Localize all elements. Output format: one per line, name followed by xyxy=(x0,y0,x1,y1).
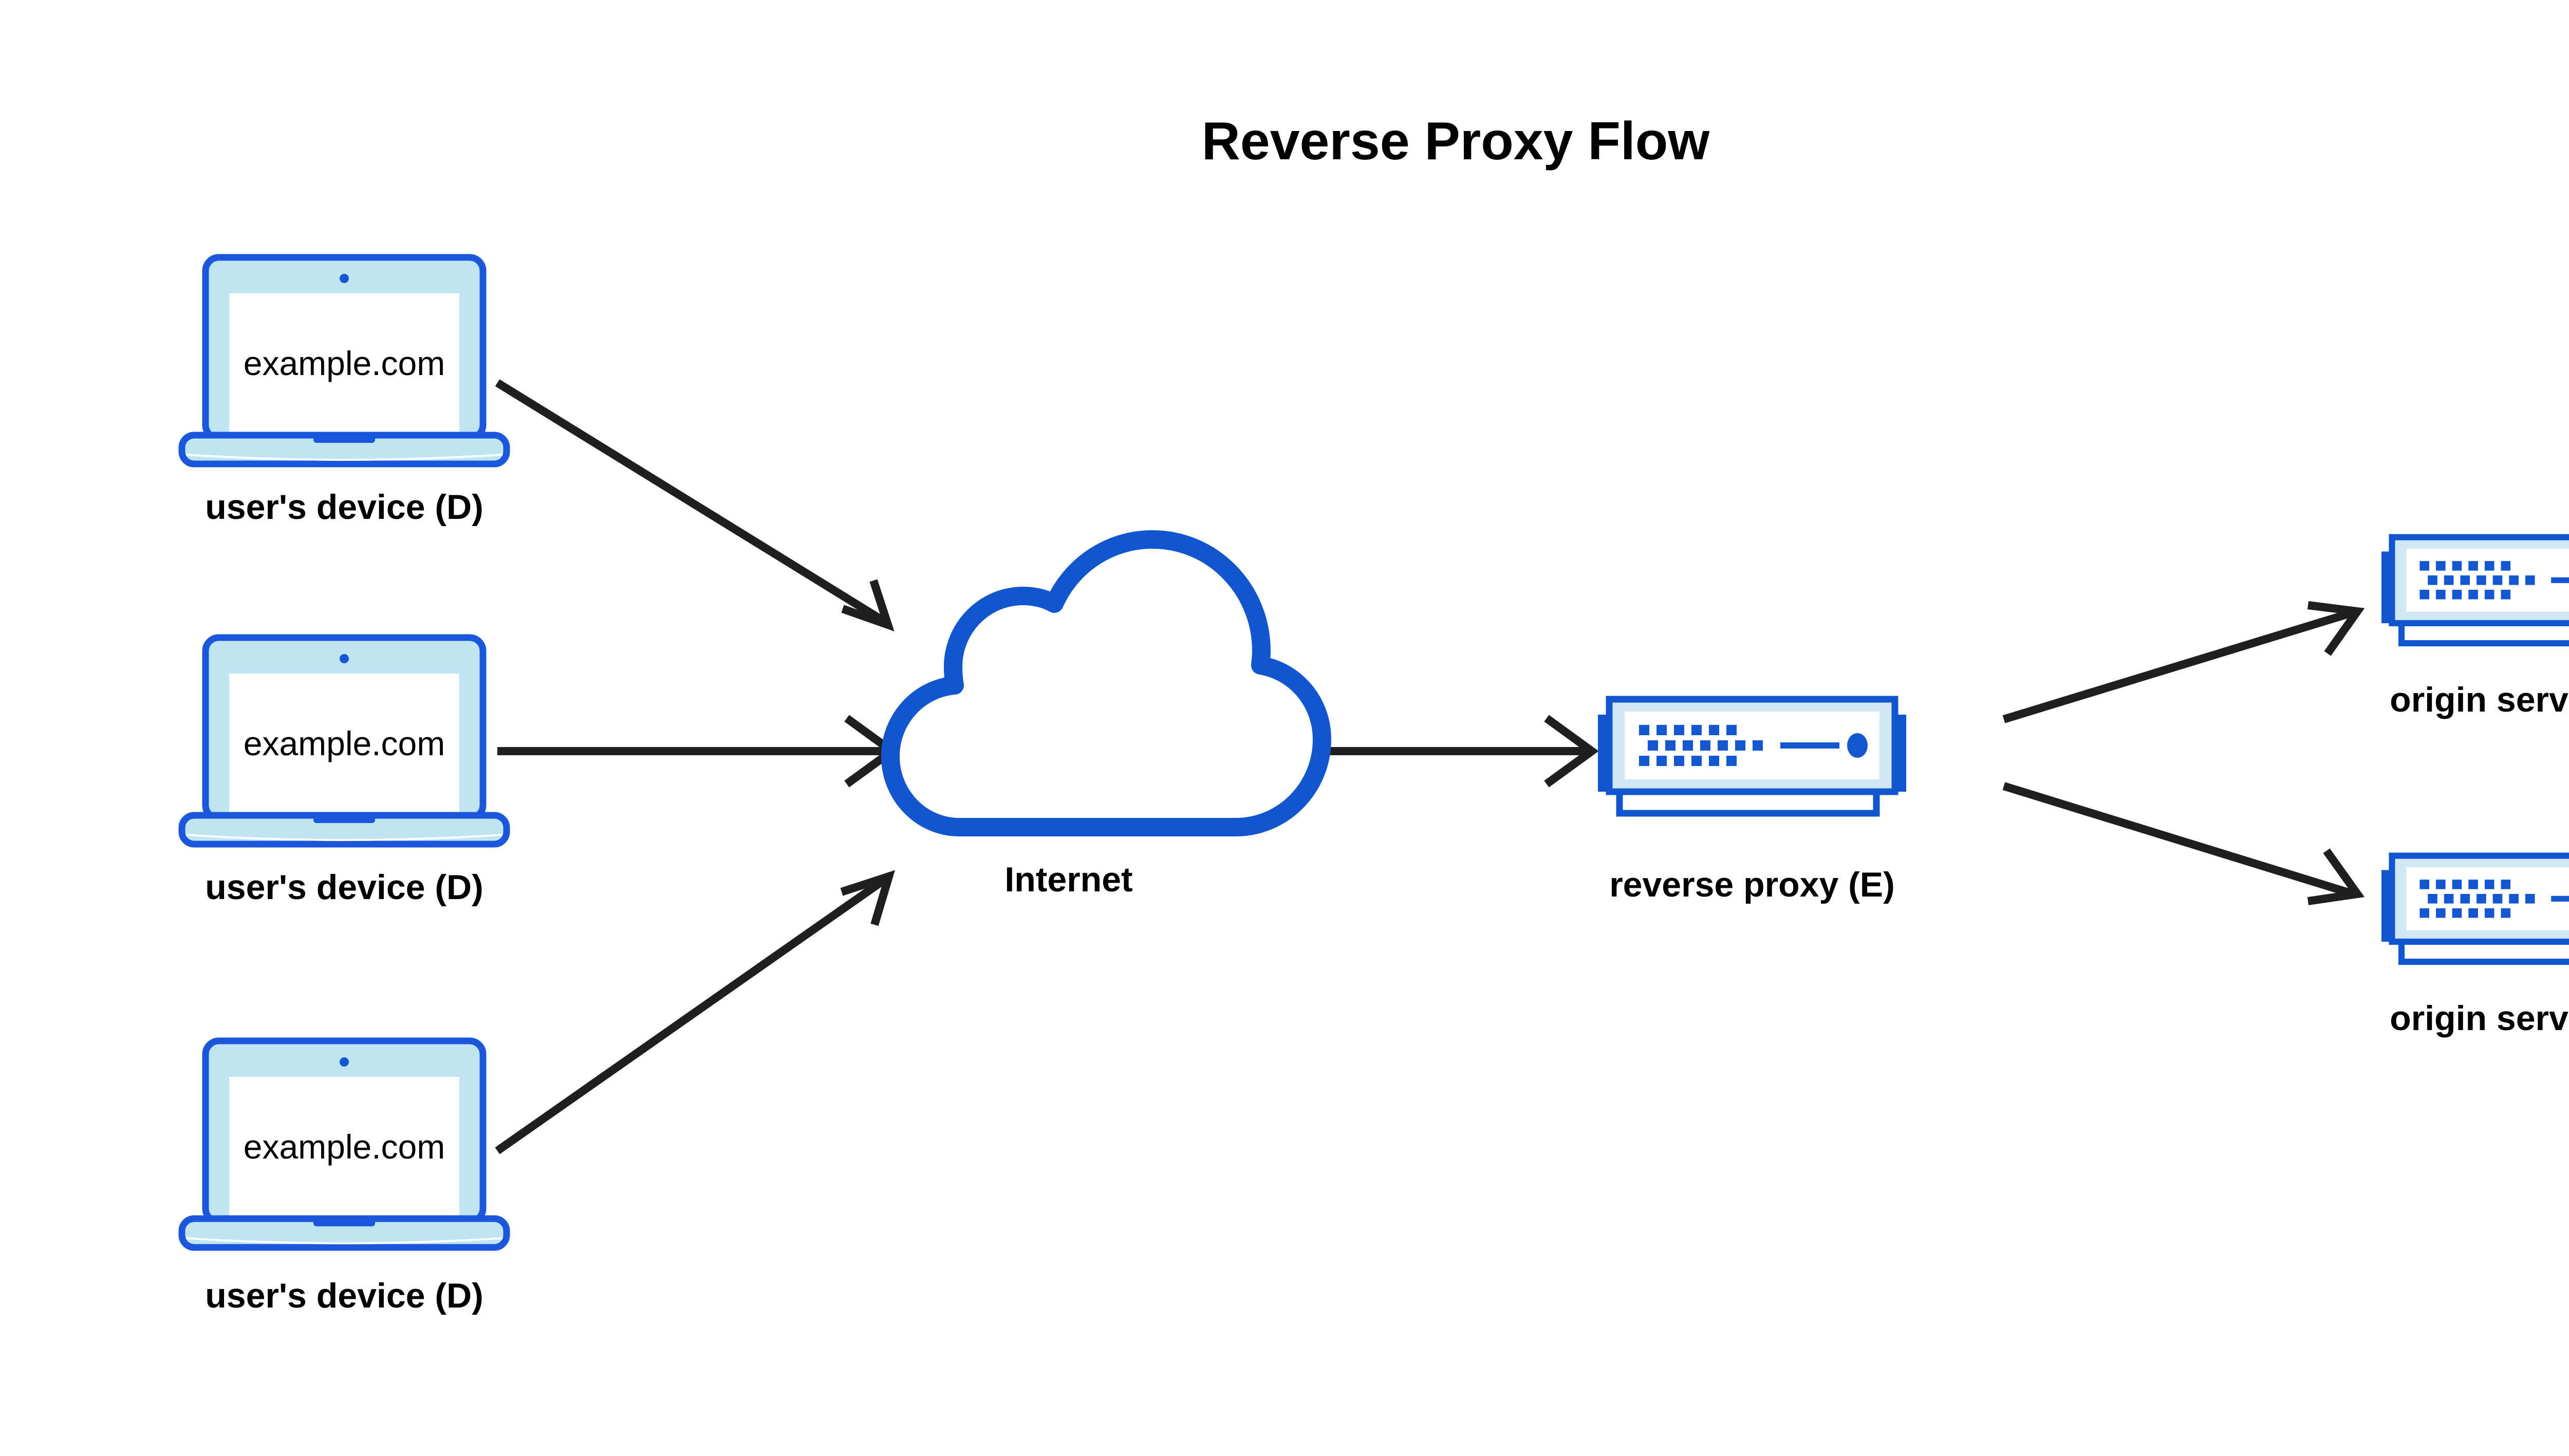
node-reverse-proxy[interactable]: reverse proxy (E) xyxy=(1598,699,1906,904)
server-icon xyxy=(2381,537,2569,643)
node-internet-cloud[interactable]: Internet xyxy=(881,530,1331,899)
node-user-device-bottom[interactable]: example.com user's device (D) xyxy=(182,1041,507,1315)
arrow-reverse-proxy-to-origin-bottom xyxy=(2002,782,2365,905)
node-label-user-device-bottom: user's device (D) xyxy=(205,1276,483,1315)
arrow-device-top-to-cloud xyxy=(495,379,895,631)
device-screen-text: example.com xyxy=(244,724,445,762)
node-label-reverse-proxy: reverse proxy (E) xyxy=(1609,865,1895,904)
node-origin-server-bottom[interactable]: origin server (F) xyxy=(2381,856,2569,1038)
connection-arrows xyxy=(495,379,2365,1154)
cloud-icon xyxy=(881,530,1331,836)
node-label-internet: Internet xyxy=(1004,860,1132,899)
device-screen-text: example.com xyxy=(244,1128,445,1166)
arrow-device-middle-to-cloud xyxy=(497,715,899,788)
arrow-device-bottom-to-cloud xyxy=(495,870,896,1154)
node-user-device-top[interactable]: example.com user's device (D) xyxy=(182,257,507,527)
server-icon xyxy=(1598,699,1906,813)
page-title: Reverse Proxy Flow xyxy=(1202,111,1710,171)
node-origin-server-top[interactable]: origin server (F) xyxy=(2381,537,2569,719)
node-label-origin-server-top: origin server (F) xyxy=(2390,680,2569,719)
node-label-origin-server-bottom: origin server (F) xyxy=(2390,999,2569,1038)
node-label-user-device-middle: user's device (D) xyxy=(205,868,483,907)
node-user-device-middle[interactable]: example.com user's device (D) xyxy=(182,638,507,907)
device-screen-text: example.com xyxy=(244,344,445,382)
server-icon xyxy=(2381,856,2569,962)
arrow-reverse-proxy-to-origin-top xyxy=(2002,601,2365,723)
node-label-user-device-top: user's device (D) xyxy=(205,488,483,527)
